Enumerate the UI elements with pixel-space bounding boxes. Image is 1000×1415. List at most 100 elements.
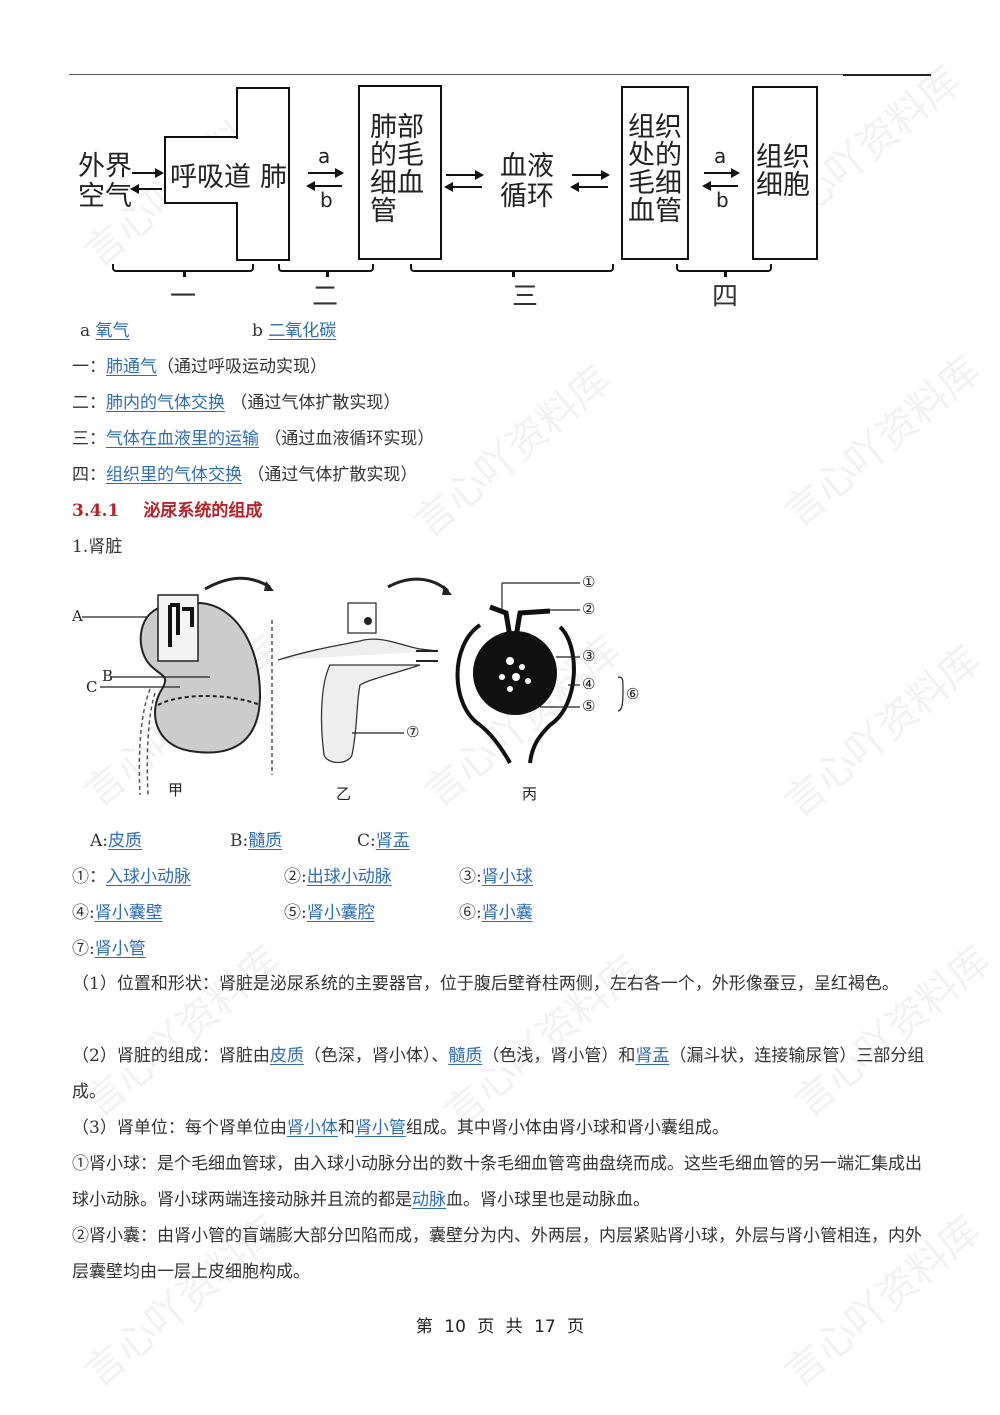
arrow-in-icon (132, 168, 164, 178)
lung-capillary-label: 肺部 的毛 细血 管 (370, 112, 424, 227)
part-7: ⑦:肾小管 (72, 939, 146, 959)
brace-stage-2 (278, 264, 374, 277)
arrow-b-icon (306, 181, 342, 191)
arrow-right-icon (572, 170, 610, 180)
paragraph-position-shape: （1）位置和形状：肾脏是泌尿系统的主要器官，位于腹后壁脊柱两侧，左右各一个，外形… (72, 974, 899, 994)
watermark: 言心吖资料库 (775, 637, 990, 827)
watermark: 言心吖资料库 (775, 347, 990, 537)
stage-line-1: 一：肺通气（通过呼吸运动实现） (72, 357, 327, 377)
pelvis-link[interactable]: 肾盂 (635, 1046, 670, 1066)
stage-label-2: 二 (312, 282, 339, 312)
arrow-out-icon (130, 184, 162, 194)
legend-row: a 氧气 (80, 321, 130, 341)
part-5: ⑤:肾小囊腔 (284, 903, 375, 923)
airway-box (164, 136, 244, 204)
part-link[interactable]: 肾小囊壁 (94, 903, 163, 923)
stage-label-4: 四 (712, 282, 739, 312)
stage-line-3: 三：气体在血液里的运输 （通过血液循环实现） (72, 429, 435, 449)
legend-row: b 二氧化碳 (252, 321, 337, 341)
part-link[interactable]: 入球小动脉 (106, 867, 191, 887)
outside-air-label: 外界 空气 (78, 151, 132, 212)
stage-term-link[interactable]: 组织里的气体交换 (106, 465, 242, 485)
header-rule-accent (843, 74, 931, 76)
stage-label-1: 一 (170, 282, 197, 312)
stage-term-link[interactable]: 肺内的气体交换 (106, 393, 225, 413)
part-link[interactable]: 肾小球 (481, 867, 533, 887)
part-link[interactable]: 肾小囊 (481, 903, 533, 923)
part-2: ②:出球小动脉 (284, 867, 392, 887)
part-3: ③:肾小球 (459, 867, 533, 887)
label-2: ② (582, 600, 596, 618)
paragraph-kidney-composition: （2）肾脏的组成：肾脏由皮质（色深，肾小体）、髓质（色浅，肾小管）和肾盂（漏斗状… (72, 1046, 925, 1102)
arrow-right-icon (446, 170, 484, 180)
label-C: C (86, 678, 98, 696)
stage-term-link[interactable]: 肺通气 (106, 357, 157, 377)
arrow-left-icon (570, 182, 608, 192)
brace-stage-3 (410, 264, 614, 277)
label-6: ⑥ (626, 685, 640, 703)
arrow-a-label: a (318, 144, 331, 168)
stage-label-3: 三 (512, 282, 539, 312)
blood-circulation-label: 血液 循环 (500, 151, 554, 212)
lung-capillary-box (358, 85, 442, 260)
renal-tubule-link[interactable]: 肾小管 (354, 1118, 406, 1138)
arrow-left-icon (444, 182, 482, 192)
arrow-b-icon (702, 181, 738, 191)
part-link[interactable]: 肾小囊腔 (306, 903, 375, 923)
arrow-b-label: b (320, 188, 333, 212)
tissue-cell-label: 组织 细胞 (756, 142, 810, 201)
part-4: ④:肾小囊壁 (72, 903, 163, 923)
stage-line-4: 四：组织里的气体交换 （通过气体扩散实现） (72, 465, 418, 485)
part-link[interactable]: 肾小管 (94, 939, 146, 959)
part-C: C:肾盂 (357, 831, 410, 851)
caption-yi: 乙 (336, 785, 352, 803)
brace-stage-4 (676, 264, 772, 277)
renal-corpuscle-link[interactable]: 肾小体 (286, 1118, 338, 1138)
caption-jia: 甲 (168, 781, 184, 799)
part-link[interactable]: 髓质 (248, 831, 283, 851)
page-number: 第 10 页 共 17 页 (415, 1317, 585, 1337)
artery-link[interactable]: 动脉 (412, 1190, 446, 1210)
label-3: ③ (582, 647, 596, 665)
label-1: ① (582, 573, 596, 591)
tissue-cell-box (752, 86, 818, 260)
part-A: A:皮质 (90, 831, 143, 851)
cortex-link[interactable]: 皮质 (269, 1046, 304, 1066)
respiration-diagram: 外界 空气 呼吸道 肺 a b 肺部 的毛 细血 管 血液 循环 组织 处的 毛… (70, 80, 930, 312)
tissue-capillary-box (621, 86, 689, 260)
part-6: ⑥:肾小囊 (459, 903, 533, 923)
arrow-a-icon (704, 168, 740, 178)
airway-label: 呼吸道 (170, 162, 251, 193)
arrow-a-icon (308, 168, 344, 178)
part-1: ①：入球小动脉 (72, 867, 191, 887)
paragraph-glomerulus: ①肾小球：是个毛细血管球，由入球小动脉分出的数十条毛细血管弯曲盘绕而成。这些毛细… (72, 1154, 922, 1210)
co2-link[interactable]: 二氧化碳 (268, 321, 337, 341)
tissue-capillary-label: 组织 处的 毛细 血管 (628, 112, 682, 227)
label-B: B (102, 667, 114, 685)
medulla-link[interactable]: 髓质 (448, 1046, 483, 1066)
part-B: B:髓质 (230, 831, 283, 851)
kidney-figure: A B C ① ② ③ ④ ⑤ ⑥ ⑦ 甲 乙 丙 (70, 565, 650, 805)
caption-bing: 丙 (522, 785, 538, 803)
part-link[interactable]: 皮质 (108, 831, 143, 851)
label-5: ⑤ (582, 697, 596, 715)
paragraph-nephron: （3）肾单位：每个肾单位由肾小体和肾小管组成。其中肾小体由肾小球和肾小囊组成。 (72, 1118, 729, 1138)
stage-term-link[interactable]: 气体在血液里的运输 (106, 429, 259, 449)
label-4: ④ (582, 675, 596, 693)
kidney-illustration (82, 576, 624, 796)
stage-line-2: 二：肺内的气体交换 （通过气体扩散实现） (72, 393, 401, 413)
arrow-b-label: b (716, 188, 729, 212)
header-rule (69, 74, 931, 75)
lung-box (236, 87, 290, 261)
brace-stage-1 (112, 264, 254, 277)
label-7: ⑦ (406, 723, 420, 741)
part-link[interactable]: 出球小动脉 (306, 867, 392, 887)
paragraph-bowman-capsule: ②肾小囊：由肾小管的盲端膨大部分凹陷而成，囊壁分为内、外两层，内层紧贴肾小球，外… (72, 1226, 922, 1282)
lung-label: 肺 (260, 162, 287, 193)
oxygen-link[interactable]: 氧气 (95, 321, 130, 341)
arrow-a-label: a (714, 144, 727, 168)
part-link[interactable]: 肾盂 (375, 831, 410, 851)
label-A: A (72, 607, 83, 625)
subsection-title: 1.肾脏 (72, 537, 123, 557)
